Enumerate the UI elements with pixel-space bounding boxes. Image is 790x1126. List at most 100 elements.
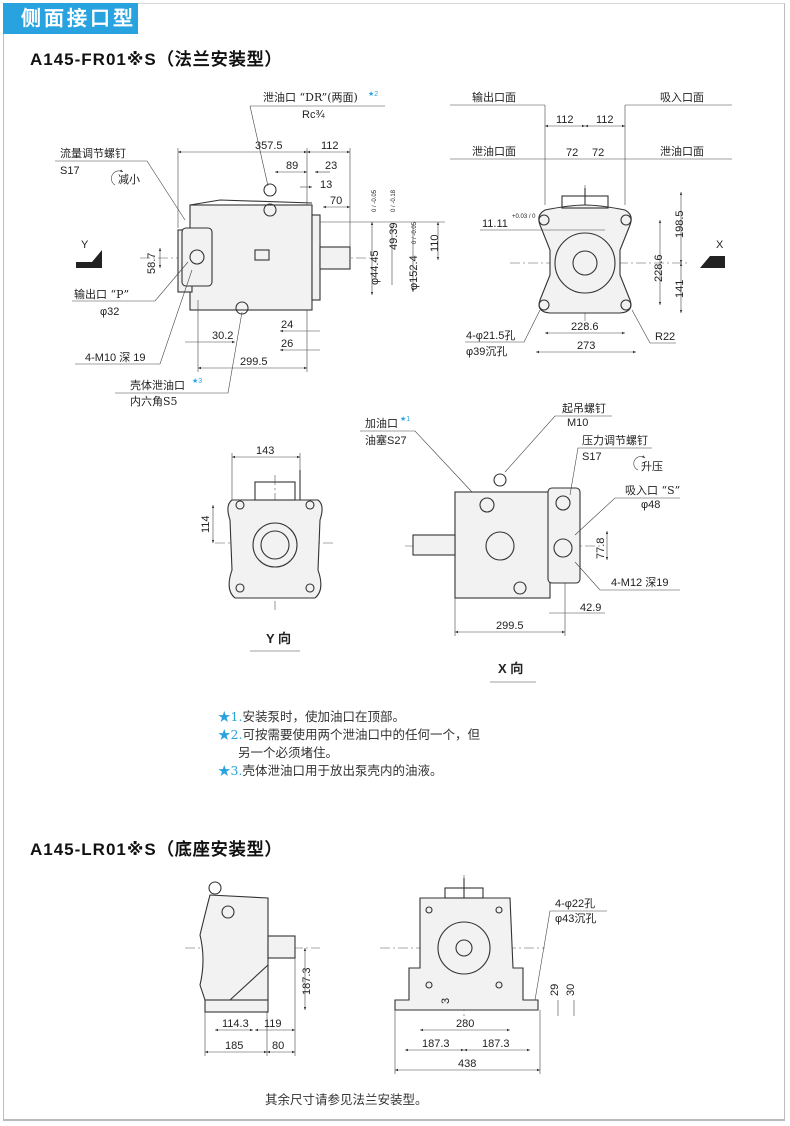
note-star: ★1.: [218, 709, 243, 724]
case-drain-spec: 内六角S5: [130, 394, 178, 408]
outlet-label: 输出口 “P”: [74, 287, 129, 301]
pressure-screw-label: 压力调节螺钉: [582, 434, 648, 447]
dim-30-2: 30.2: [212, 330, 233, 342]
rotate-decrease-icon: [111, 169, 124, 186]
eye-bolt-icon: [263, 203, 277, 217]
flow-screw-label: 流量调节螺钉: [60, 146, 126, 160]
shaft: [412, 534, 456, 556]
pressure-direction: 升压: [641, 460, 663, 473]
rotate-increase-icon: [633, 455, 646, 471]
dim-49-39-tol: 0 / -0.18: [391, 189, 397, 212]
note-1: ★1.安装泵时，使加油口在顶部。: [218, 708, 480, 726]
dim-23: 23: [325, 160, 337, 172]
dim-280: 280: [456, 1018, 474, 1030]
dim-49-39: 49.39: [388, 222, 400, 250]
view-x-arrow-icon: [700, 256, 725, 268]
base-hole-label: 4-φ22孔: [555, 897, 595, 910]
dim-152-4-tol: 0 / -0.05: [412, 221, 418, 244]
note-text: 安装泵时，使加油口在顶部。: [242, 709, 405, 724]
hole-label: 4-φ21.5孔: [466, 329, 515, 342]
counterbore-label: φ39沉孔: [466, 345, 507, 358]
inlet-size: φ48: [641, 499, 660, 511]
dim-198-5: 198.5: [674, 210, 686, 238]
dim-119: 119: [264, 1018, 282, 1030]
shaft: [267, 935, 296, 959]
shaft: [319, 246, 351, 270]
dim-44-45: φ44.45: [369, 250, 381, 285]
dim-152-4: φ152.4: [408, 255, 420, 290]
inlet-label: 吸入口 “S”: [625, 484, 680, 497]
dim-42-9: 42.9: [580, 602, 601, 614]
drain-port-label: 泄油口 “DR”(两面): [263, 90, 358, 104]
dim-44-45-tol: 0 / -0.05: [372, 189, 378, 212]
dim-24: 24: [281, 319, 293, 331]
dim-185: 185: [225, 1040, 243, 1052]
dim-72-right: 72: [592, 147, 604, 159]
case-drain-label: 壳体泄油口: [130, 378, 185, 392]
drain-port-spec: Rc¾: [302, 109, 325, 121]
x-view-title: X 向: [498, 661, 523, 676]
view-x-letter: X: [716, 239, 724, 251]
note-star: ★2.: [218, 727, 243, 742]
base-side-view: 187.3 114.3 119 185 80: [185, 881, 320, 1056]
flange-front-view: 357.5 112 89 23 13 70 φ44.45 0 / -0.05 4…: [55, 90, 445, 408]
eye-bolt-label: 起吊螺钉: [562, 402, 606, 415]
dim-72-left: 72: [566, 147, 578, 159]
inlet-face-label: 吸入口面: [660, 91, 704, 104]
note-2-continued: 另一个必须堵住。: [238, 745, 339, 760]
radius-label: R22: [655, 331, 675, 343]
dim-438: 438: [458, 1058, 476, 1070]
fill-port-spec: 油塞S27: [365, 433, 407, 447]
dim-228-6-vertical: 228.6: [653, 254, 665, 282]
note-2: ★2.可按需要使用两个泄油口中的任何一个，但: [218, 726, 480, 744]
eye-bolt-spec: M10: [567, 417, 588, 429]
dim-114: 114: [200, 515, 212, 533]
dim-112: 112: [321, 140, 339, 152]
drain-face-right-label: 泄油口面: [660, 144, 704, 158]
y-view-title: Y 向: [266, 631, 291, 646]
dim-114-3: 114.3: [222, 1018, 249, 1030]
dim-30: 30: [565, 984, 577, 996]
dim-112-left: 112: [556, 114, 574, 126]
drain-face-left-label: 泄油口面: [472, 144, 516, 158]
dim-299-5-x: 299.5: [496, 620, 524, 632]
dim-3: 3: [440, 998, 452, 1004]
outlet-size: φ32: [100, 306, 119, 318]
eye-bolt-icon: [208, 881, 222, 895]
section1-title: A145-FR01※S（法兰安装型）: [30, 50, 283, 69]
star-1-marker: ★1: [400, 415, 410, 423]
flange-side-view: 输出口面 吸入口面 112 112 泄油口面 泄油口面 72 72 11.11 …: [450, 90, 732, 358]
base-counterbore-label: φ43沉孔: [555, 912, 596, 925]
dim-273: 273: [577, 340, 595, 352]
note-text: 壳体泄油口用于放出泵壳内的油液。: [242, 763, 443, 778]
section2-title: A145-LR01※S（底座安装型）: [30, 840, 283, 859]
view-y-arrow-icon: [76, 250, 102, 268]
note-text: 可按需要使用两个泄油口中的任何一个，但: [242, 727, 480, 742]
dim-89: 89: [286, 160, 298, 172]
dim-11-11: 11.11: [482, 218, 508, 230]
flow-direction: 减小: [118, 173, 140, 186]
dim-187-3-left: 187.3: [422, 1038, 450, 1050]
dim-29: 29: [549, 984, 561, 996]
fill-port-label: 加油口: [365, 416, 398, 430]
section-tab: 侧面接口型: [3, 3, 138, 34]
eye-bolt-icon: [493, 473, 507, 487]
star-3-marker: ★3: [192, 377, 202, 385]
star-2-marker: ★2: [368, 90, 378, 98]
pressure-screw-size: S17: [582, 451, 602, 463]
dim-13: 13: [320, 179, 332, 191]
dim-110: 110: [429, 234, 441, 252]
dim-26: 26: [281, 338, 293, 350]
bolt-label-m12: 4-M12 深19: [611, 576, 668, 589]
y-view: 143 114 Y 向: [200, 445, 335, 652]
dim-77-8: 77.8: [595, 538, 607, 559]
x-view: 加油口 ★1 油塞S27 起吊螺钉 M10 压力调节螺钉 S17 升压 吸入口 …: [360, 402, 680, 683]
bottom-divider: [3, 1119, 785, 1121]
dim-143: 143: [256, 445, 274, 457]
note-3: ★3.壳体泄油口用于放出泵壳内的油液。: [218, 762, 480, 780]
dim-80: 80: [272, 1040, 284, 1052]
note-star: ★3.: [218, 763, 243, 778]
dim-11-11-tol: +0.03 / 0: [512, 214, 536, 220]
dim-228-6-horizontal: 228.6: [571, 321, 599, 333]
